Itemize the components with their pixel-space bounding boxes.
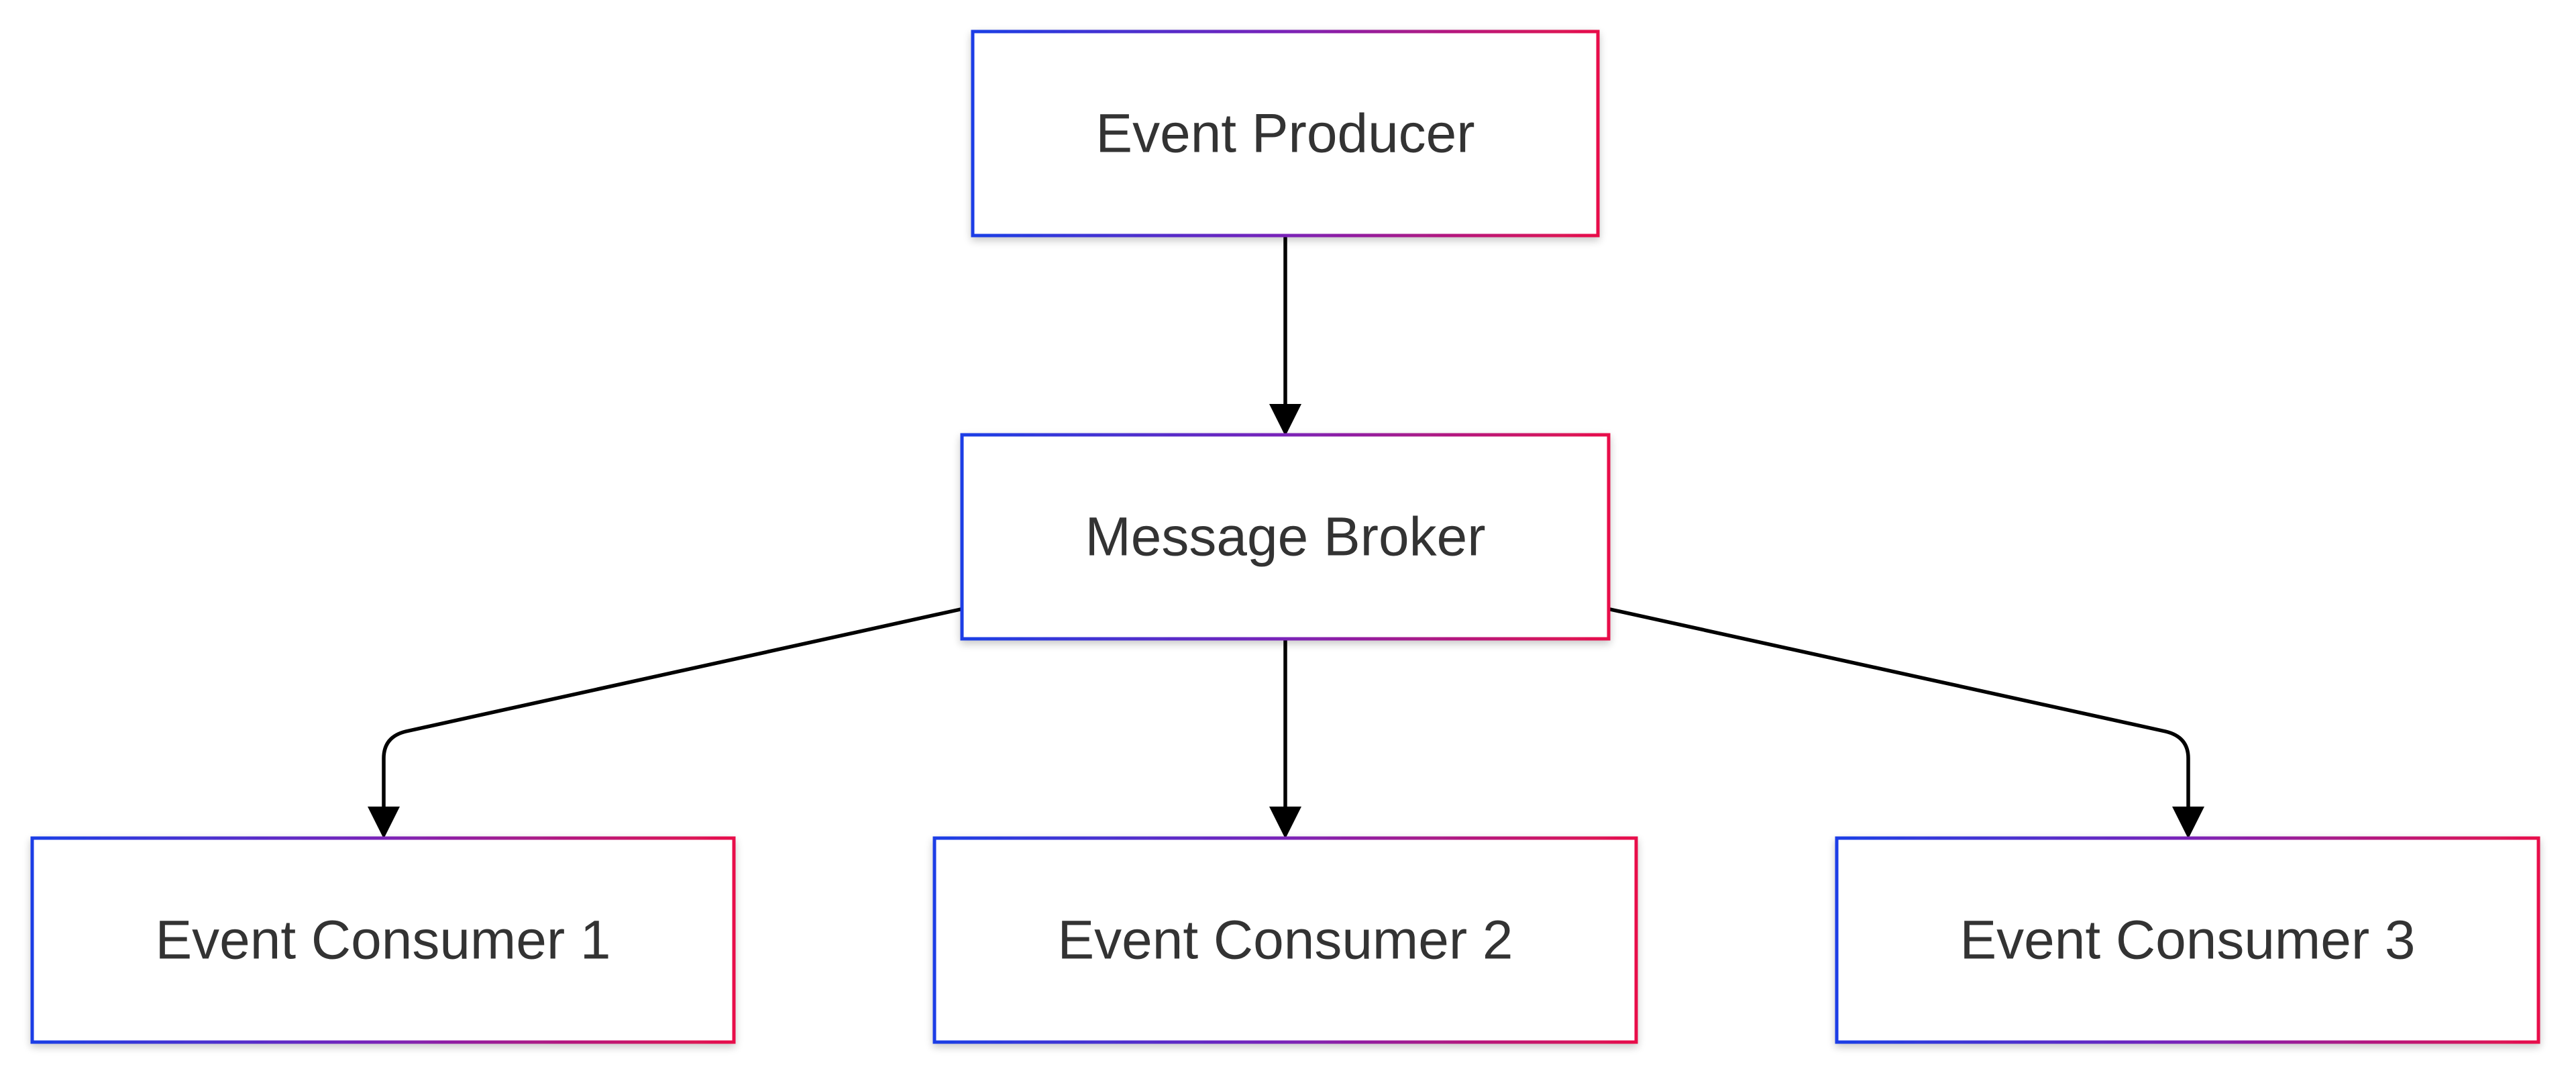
node-label-event-consumer-1: Event Consumer 1 (155, 910, 610, 971)
node-label-event-producer: Event Producer (1095, 103, 1474, 164)
edge-broker-to-consumer-3 (1608, 607, 2190, 810)
node-event-consumer-3[interactable]: Event Consumer 3 (1835, 836, 2540, 1044)
node-box (1835, 836, 2540, 1044)
arrowhead-broker (1269, 404, 1301, 436)
edge-broker-to-consumer-1 (382, 607, 963, 810)
node-label-message-broker: Message Broker (1085, 507, 1485, 568)
edges (368, 236, 2204, 839)
arrowhead-consumer-3 (2172, 807, 2204, 839)
node-label-event-consumer-3: Event Consumer 3 (1960, 910, 2415, 971)
node-box (960, 433, 1611, 641)
arrowhead-consumer-2 (1269, 807, 1301, 839)
node-box (30, 836, 736, 1044)
node-box (932, 836, 1638, 1044)
node-event-consumer-2[interactable]: Event Consumer 2 (932, 836, 1638, 1044)
node-event-producer[interactable]: Event Producer (971, 30, 1600, 238)
node-label-event-consumer-2: Event Consumer 2 (1057, 910, 1513, 971)
node-event-consumer-1[interactable]: Event Consumer 1 (30, 836, 736, 1044)
node-box (971, 30, 1600, 238)
node-message-broker[interactable]: Message Broker (960, 433, 1611, 641)
arrowhead-consumer-1 (368, 807, 400, 839)
